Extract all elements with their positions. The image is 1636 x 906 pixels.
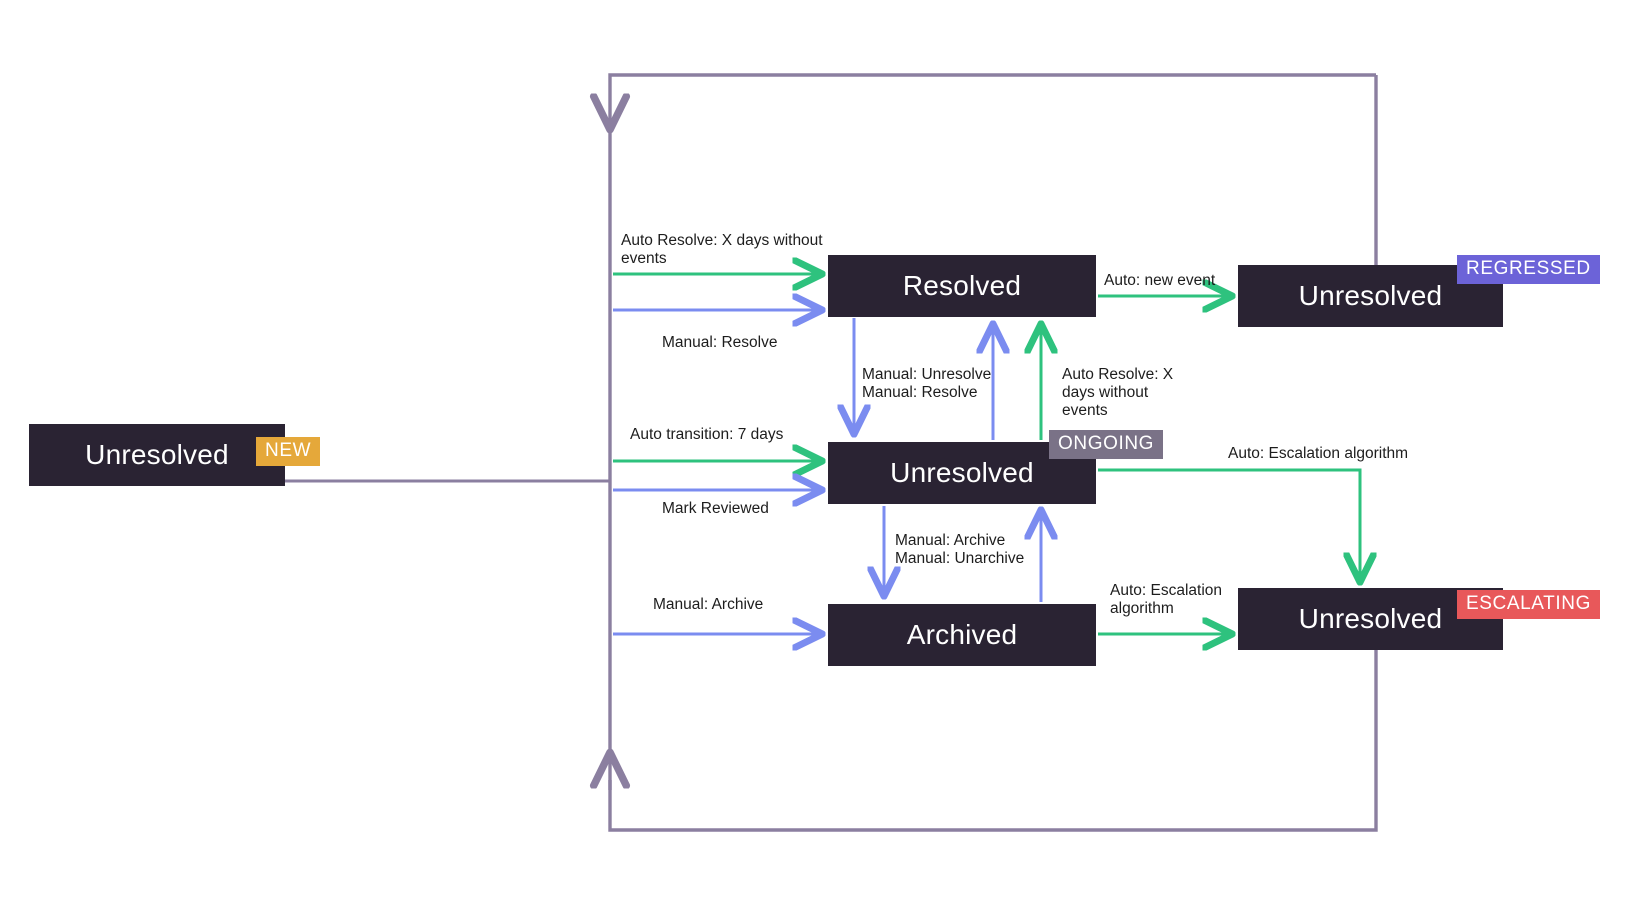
node-archived[interactable]: Archived xyxy=(828,604,1096,666)
edge-label-auto-new-event: Auto: new event xyxy=(1104,272,1216,289)
node-label: Unresolved xyxy=(85,439,229,470)
edge-label-manual-archive-in: Manual: Archive xyxy=(653,596,764,613)
edge-label-mark-reviewed: Mark Reviewed xyxy=(662,500,769,517)
edge-loop-top xyxy=(610,73,1376,127)
edge-label-auto-escalation-top: Auto: Escalation algorithm xyxy=(1228,445,1409,462)
node-label: Unresolved xyxy=(890,457,1034,488)
edge-label-auto-escalation-bottom: Auto: Escalation algorithm xyxy=(1110,582,1223,617)
edge-label-manual-resolve-in: Manual: Resolve xyxy=(662,334,778,351)
node-label: Unresolved xyxy=(1298,603,1443,634)
node-resolved[interactable]: Resolved xyxy=(828,255,1096,317)
node-label: Resolved xyxy=(902,270,1022,301)
edge-label-auto-resolve-x-days-right: Auto Resolve: X days without events xyxy=(1062,366,1174,419)
node-label: Unresolved xyxy=(1298,280,1443,311)
status-badge-regressed: REGRESSED xyxy=(1457,255,1600,284)
node-new-unresolved[interactable]: Unresolved xyxy=(29,424,285,486)
edge-label-manual-archive-unarchive: Manual: Archive Manual: Unarchive xyxy=(895,532,1025,567)
status-badge-ongoing: ONGOING xyxy=(1049,430,1164,459)
badge-label: REGRESSED xyxy=(1466,258,1591,279)
edge-label-auto-resolve-x-days-top: Auto Resolve: X days without events xyxy=(621,232,823,267)
badge-label: NEW xyxy=(265,440,312,461)
badge-label: ONGOING xyxy=(1058,433,1155,454)
edge-label-auto-transition-7-days: Auto transition: 7 days xyxy=(630,426,784,443)
edge-loop-bottom xyxy=(608,650,1378,832)
badge-label: ESCALATING xyxy=(1466,593,1591,614)
node-label: Archived xyxy=(906,619,1018,650)
status-badge-new: NEW xyxy=(256,437,321,466)
edge-auto-escalation-top xyxy=(1098,468,1360,580)
status-badge-escalating: ESCALATING xyxy=(1457,590,1600,619)
edge-label-manual-unresolve-resolve: Manual: Unresolve Manual: Resolve xyxy=(862,366,992,401)
